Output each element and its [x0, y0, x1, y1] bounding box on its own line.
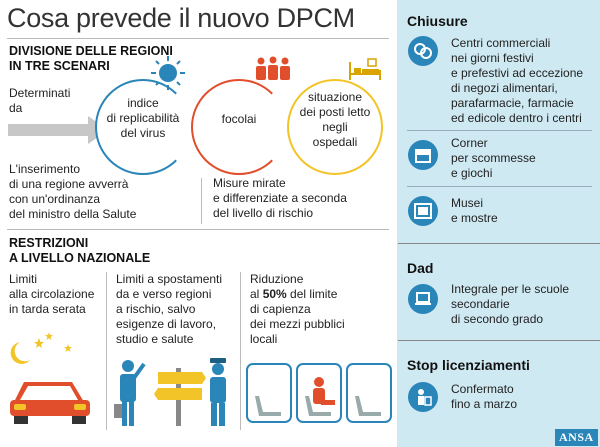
col3-text: Riduzione al 50% del limite di capienza … — [250, 272, 345, 347]
chiusure-line: Musei — [451, 196, 484, 210]
arrow-icon — [8, 116, 108, 144]
determinati-label: Determinati da — [9, 86, 70, 116]
people-icon — [256, 56, 290, 80]
col2-line: esigenze di lavoro, — [116, 317, 217, 331]
col3-line: locali — [250, 332, 278, 346]
circle-replicability — [95, 79, 191, 175]
col3-pre: al — [250, 287, 263, 301]
restrizioni-heading: RESTRIZIONI A LIVELLO NAZIONALE — [9, 236, 150, 266]
col3-bold: 50% — [262, 287, 287, 301]
circle3-line: dei posti letto — [299, 105, 371, 119]
circle1-line: di replicabilità — [106, 111, 180, 125]
shop-icon — [408, 140, 438, 170]
determinati-line2: da — [9, 101, 23, 115]
panel-divider — [407, 186, 592, 187]
title-divider — [7, 38, 389, 39]
dad-text: Integrale per le scuole secondarie di se… — [451, 282, 569, 327]
chiusure-item-3: Musei e mostre — [451, 196, 498, 226]
panel-section-divider — [398, 243, 600, 244]
worker-icon — [408, 382, 438, 412]
divisione-heading: DIVISIONE DELLE REGIONI IN TRE SCENARI — [9, 44, 173, 74]
misure-line: del livello di rischio — [213, 206, 314, 220]
misure-line: Misure mirate — [213, 176, 286, 190]
col2-line: studio e salute — [116, 332, 194, 346]
stop-line: fino a marzo — [451, 397, 518, 411]
night-car-icon — [10, 332, 90, 424]
circle2-line: focolai — [221, 112, 257, 126]
dad-line: Integrale per le scuole — [451, 282, 570, 296]
circle3-line: negli — [322, 120, 348, 134]
col2-line: Limiti a spostamenti — [116, 272, 223, 286]
chiusure-line: ed edicole dentro i centri — [451, 111, 582, 125]
restrizioni-heading-line1: RESTRIZIONI — [9, 236, 89, 250]
col1-line: alla circolazione — [9, 287, 95, 301]
chiusure-heading: Chiusure — [407, 13, 468, 29]
circle1-line: indice — [127, 96, 159, 110]
misure-line: e differenziate a seconda — [213, 191, 347, 205]
chiusure-line: Centri commerciali — [451, 36, 551, 50]
circle3-line: situazione — [307, 90, 363, 104]
col3-line: di capienza — [250, 302, 311, 316]
dad-line: secondarie — [451, 297, 510, 311]
inserimento-line: L'inserimento — [9, 162, 80, 176]
dad-heading: Dad — [407, 260, 434, 276]
circle-hospital-text: situazione dei posti letto negli ospedal… — [287, 90, 383, 150]
col3-post: del limite — [286, 287, 338, 301]
col-divider-2 — [240, 272, 241, 430]
circle-focolai-text: focolai — [191, 112, 287, 127]
col2-text: Limiti a spostamenti da e verso regioni … — [116, 272, 222, 347]
section-divider — [7, 229, 389, 230]
chiusure-line: e mostre — [451, 211, 498, 225]
col3-line: dei mezzi pubblici — [250, 317, 345, 331]
vertical-divider — [201, 178, 202, 224]
col1-line: Limiti — [9, 272, 38, 286]
panel-divider — [407, 130, 592, 131]
page-title: Cosa prevede il nuovo DPCM — [7, 3, 355, 33]
col-divider-1 — [106, 272, 107, 430]
dad-line: di secondo grado — [451, 312, 544, 326]
chiusure-line: e giochi — [451, 166, 493, 180]
panel-section-divider — [398, 340, 600, 341]
circle-replicability-text: indice di replicabilità del virus — [95, 96, 191, 141]
bus-seats-icon — [246, 363, 392, 423]
chiusure-line: e prefestivi ad eccezione — [451, 66, 584, 80]
circle1-line: del virus — [120, 126, 166, 140]
stop-heading: Stop licenziamenti — [407, 357, 530, 373]
chiusure-line: parafarmacie, farmacie — [451, 96, 574, 110]
circle-focolai — [191, 79, 287, 175]
divisione-heading-line2: IN TRE SCENARI — [9, 59, 110, 73]
col1-line: in tarda serata — [9, 302, 86, 316]
circle3-line: ospedali — [312, 135, 358, 149]
col2-line: a rischio, salvo — [116, 302, 196, 316]
divisione-heading-line1: DIVISIONE DELLE REGIONI — [9, 44, 173, 58]
circle-hospital — [287, 79, 383, 175]
col3-line: al 50% del limite — [250, 287, 345, 302]
stop-text: Confermato fino a marzo — [451, 382, 517, 412]
chiusure-item-1: Centri commerciali nei giorni festivi e … — [451, 36, 583, 126]
travel-checkpoint-icon — [114, 358, 226, 426]
determinati-line1: Determinati — [9, 86, 71, 100]
ansa-logo: ANSA — [555, 429, 598, 446]
chiusure-line: nei giorni festivi — [451, 51, 534, 65]
shopping-icon — [408, 36, 438, 66]
museum-icon — [408, 196, 438, 226]
chiusure-item-2: Corner per scommesse e giochi — [451, 136, 536, 181]
misure-text: Misure mirate e differenziate a seconda … — [213, 176, 347, 221]
chiusure-line: Corner — [451, 136, 488, 150]
restrizioni-heading-line2: A LIVELLO NAZIONALE — [9, 251, 151, 265]
inserimento-line: del ministro della Salute — [9, 207, 137, 221]
col1-text: Limiti alla circolazione in tarda serata — [9, 272, 94, 317]
sun-icon — [151, 56, 185, 90]
chiusure-line: di negozi alimentari, — [451, 81, 558, 95]
inserimento-line: con un'ordinanza — [9, 192, 101, 206]
hospital-bed-icon — [349, 58, 381, 80]
laptop-icon — [408, 284, 438, 314]
col3-line: Riduzione — [250, 272, 304, 286]
inserimento-line: di una regione avverrà — [9, 177, 129, 191]
col2-line: da e verso regioni — [116, 287, 212, 301]
chiusure-line: per scommesse — [451, 151, 536, 165]
stop-line: Confermato — [451, 382, 514, 396]
inserimento-text: L'inserimento di una regione avverrà con… — [9, 162, 136, 222]
